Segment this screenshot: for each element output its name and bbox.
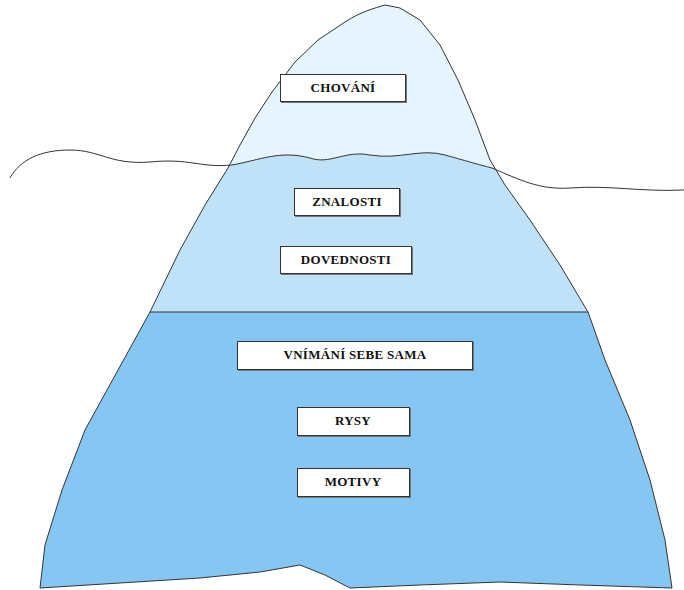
iceberg-outline [40, 5, 672, 588]
label-text: VNÍMÁNÍ SEBE SAMA [283, 347, 426, 363]
bottom-band [0, 312, 684, 590]
band-divider [0, 312, 684, 313]
middle-band [0, 0, 684, 312]
label-text: DOVEDNOSTI [301, 252, 391, 268]
label-box: DOVEDNOSTI [280, 246, 412, 274]
waterline [10, 150, 684, 190]
label-box: ZNALOSTI [294, 188, 400, 216]
label-text: ZNALOSTI [312, 194, 382, 210]
label-text: CHOVÁNÍ [311, 80, 376, 96]
tip-band [0, 0, 684, 190]
label-box: RYSY [297, 407, 410, 436]
label-text: RYSY [335, 413, 371, 429]
label-box: VNÍMÁNÍ SEBE SAMA [237, 341, 473, 370]
label-text: MOTIVY [325, 474, 382, 490]
label-box: MOTIVY [297, 468, 410, 497]
label-box: CHOVÁNÍ [280, 74, 406, 102]
